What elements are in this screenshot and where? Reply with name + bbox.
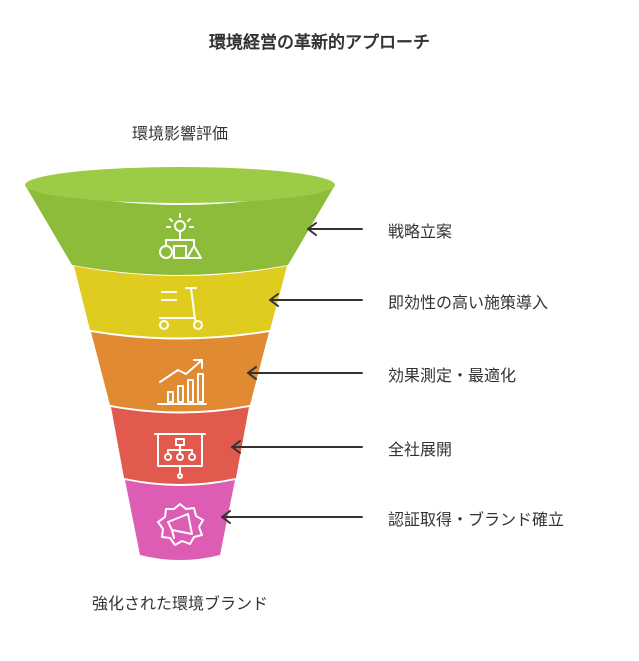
stage-label-3: 効果測定・最適化	[388, 366, 517, 385]
scooter-icon	[159, 287, 203, 330]
idea-hierarchy-icon	[159, 213, 202, 259]
megaphone-badge-icon	[157, 503, 204, 546]
stage-label-5: 認証取得・ブランド確立	[388, 510, 565, 529]
growth-chart-icon	[157, 359, 207, 405]
arrow-stage-2	[269, 293, 363, 307]
stage-label-2: 即効性の高い施策導入	[388, 293, 549, 312]
funnel-top-rim	[25, 167, 335, 203]
diagram-title: 環境経営の革新的アプローチ	[209, 33, 430, 53]
presentation-org-chart-icon	[154, 433, 206, 479]
arrow-stage-3	[247, 366, 363, 380]
arrow-stage-4	[231, 440, 363, 454]
funnel-output-label: 強化された環境ブランド	[91, 594, 268, 613]
stage-arrows	[221, 222, 363, 524]
funnel-stage-5	[125, 480, 235, 560]
arrow-stage-5	[221, 510, 363, 524]
stage-label-4: 全社展開	[388, 440, 453, 459]
stage-label-1: 戦略立案	[388, 222, 453, 241]
arrow-stage-1	[307, 222, 363, 236]
funnel-stage-2	[74, 266, 287, 338]
funnel-input-label: 環境影響評価	[131, 124, 228, 143]
